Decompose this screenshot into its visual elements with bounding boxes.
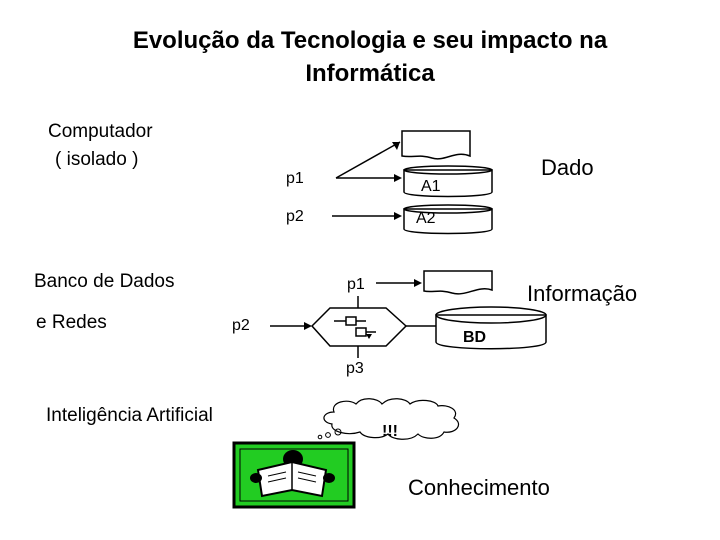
file-A2-label: A2	[416, 210, 436, 227]
dado-label: Dado	[541, 155, 594, 180]
informacao-label: Informação	[527, 281, 638, 306]
network-node-icon	[310, 307, 408, 347]
title-line-2: Informática	[305, 60, 435, 87]
thought-bubble-small	[317, 434, 323, 440]
file-A2-icon	[403, 204, 493, 235]
arrow-p1-to-document	[335, 141, 401, 179]
document-icon	[401, 130, 471, 160]
thought-text: !!!	[382, 423, 398, 440]
e-redes-label: e Redes	[36, 312, 107, 333]
file-A1-icon	[403, 165, 493, 198]
process-p1-label: p1	[286, 170, 304, 187]
database-BD-label: BD	[463, 329, 487, 346]
slide-title: Evolução da Tecnologia e seu impacto na …	[0, 24, 720, 90]
thought-cloud-icon	[323, 398, 459, 440]
inteligencia-artificial-label: Inteligência Artificial	[46, 405, 213, 426]
computador-label: Computador	[48, 121, 153, 142]
conhecimento-label: Conhecimento	[408, 475, 550, 500]
thought-bubble-large	[334, 428, 342, 436]
thought-bubble-medium	[325, 432, 331, 438]
file-A1-label: A1	[421, 178, 441, 195]
isolado-label: ( isolado )	[55, 149, 139, 170]
database-BD-icon	[435, 306, 547, 350]
process-p2-label: p2	[286, 208, 304, 225]
title-line-1: Evolução da Tecnologia e seu impacto na	[132, 27, 608, 54]
level2-group	[270, 270, 547, 358]
process-p3-label: p3	[346, 360, 364, 377]
level1-group	[332, 130, 493, 235]
process-p2-label-2: p2	[232, 317, 250, 334]
level3-group	[232, 398, 459, 509]
document-icon-2	[423, 270, 493, 295]
person-reading-icon	[232, 441, 356, 509]
banco-de-dados-label: Banco de Dados	[34, 271, 175, 292]
process-p1-label-2: p1	[347, 276, 365, 293]
